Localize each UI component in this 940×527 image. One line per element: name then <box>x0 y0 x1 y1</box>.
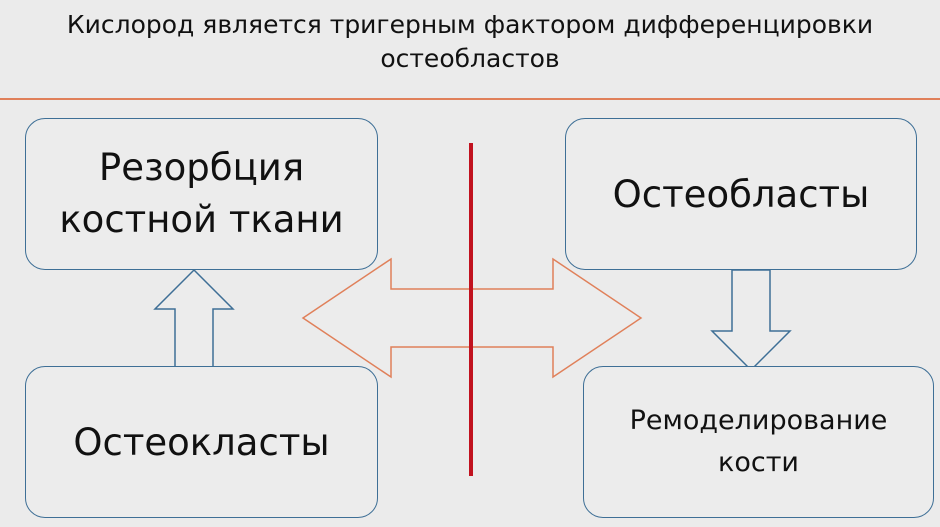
up-arrow-icon <box>153 268 235 372</box>
down-arrow-icon <box>710 269 792 372</box>
osteoblasts-box: Остеобласты <box>565 118 917 270</box>
osteoclasts-box: Остеокласты <box>25 366 378 518</box>
osteoblasts-label: Остеобласты <box>612 172 870 216</box>
title-divider <box>0 98 940 100</box>
osteoclasts-label: Остеокласты <box>73 420 330 464</box>
resorption-box: Резорбция костной ткани <box>25 118 378 270</box>
remodeling-box: Ремоделирование кости <box>583 366 934 518</box>
slide-title: Кислород является тригерным фактором диф… <box>66 10 874 73</box>
remodeling-label: Ремоделирование кости <box>629 405 888 478</box>
resorption-label: Резорбция костной ткани <box>59 146 344 241</box>
